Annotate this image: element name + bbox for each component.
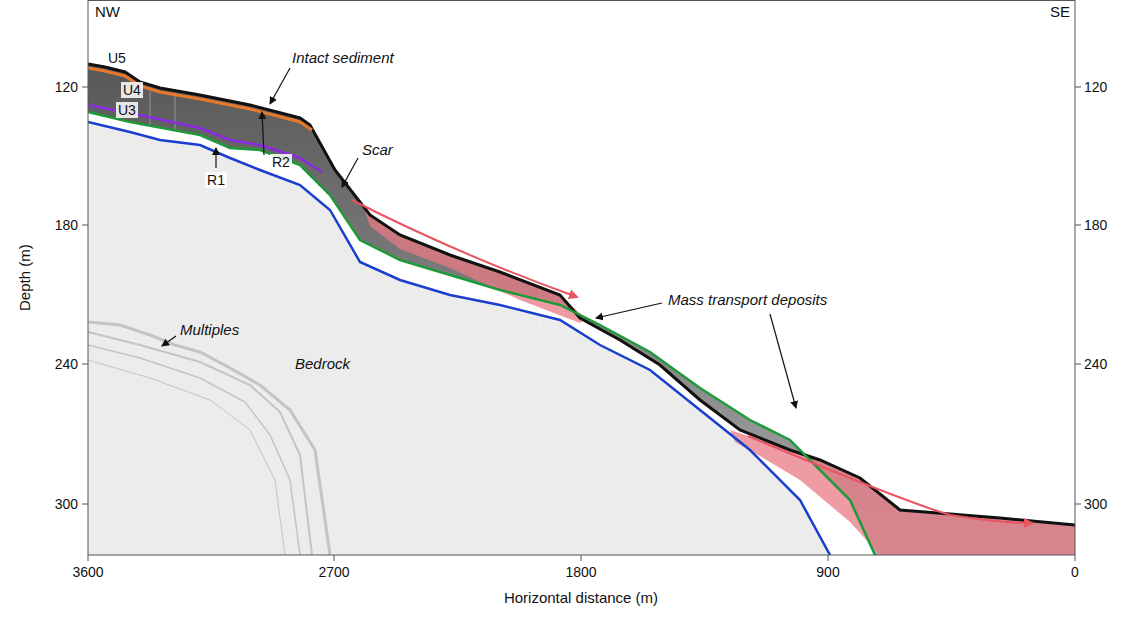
reflector-label: R2 <box>270 154 292 170</box>
horizon-green <box>88 112 875 555</box>
bedrock <box>88 122 830 555</box>
feature-label: Multiples <box>180 321 239 338</box>
feature-label: Bedrock <box>295 355 350 372</box>
distance-tick: 1800 <box>565 564 596 580</box>
reflector-label: R1 <box>205 172 227 188</box>
depth-tick: 180 <box>1084 217 1107 233</box>
direction-label: NW <box>95 3 120 20</box>
distance-tick: 3600 <box>72 564 103 580</box>
unit-label: U4 <box>121 82 143 98</box>
depth-tick: 240 <box>55 356 78 372</box>
seafloor <box>88 64 1075 525</box>
ticks <box>82 87 1081 561</box>
feature-label: Scar <box>362 141 393 158</box>
feature-label: Intact sediment <box>292 49 394 66</box>
axis-title: Depth (m) <box>15 245 32 312</box>
feature-label: Mass transport deposits <box>668 291 827 308</box>
depth-tick: 180 <box>55 217 78 233</box>
depth-tick: 120 <box>55 79 78 95</box>
depth-tick: 300 <box>55 496 78 512</box>
multiples <box>88 322 330 555</box>
mtd-lower <box>730 430 1075 555</box>
flow-arrow <box>748 436 1032 523</box>
horizon-blue <box>88 122 830 555</box>
direction-label: SE <box>1050 3 1070 20</box>
plot-area <box>88 64 1075 555</box>
sediment-body <box>88 64 1075 555</box>
depth-tick: 300 <box>1084 496 1107 512</box>
flow-arrow <box>352 200 577 297</box>
mtd-upper <box>365 212 585 323</box>
depth-tick: 120 <box>1084 79 1107 95</box>
acoustic-texture <box>150 90 720 420</box>
unit-label: U5 <box>106 50 128 66</box>
distance-tick: 0 <box>1071 564 1079 580</box>
distance-tick: 900 <box>816 564 839 580</box>
plot-frame <box>88 1 1075 556</box>
unit-label: U3 <box>116 102 138 118</box>
leader-arrows <box>162 68 796 408</box>
distance-tick: 2700 <box>318 564 349 580</box>
depth-tick: 240 <box>1084 356 1107 372</box>
axis-title: Horizontal distance (m) <box>504 589 658 606</box>
